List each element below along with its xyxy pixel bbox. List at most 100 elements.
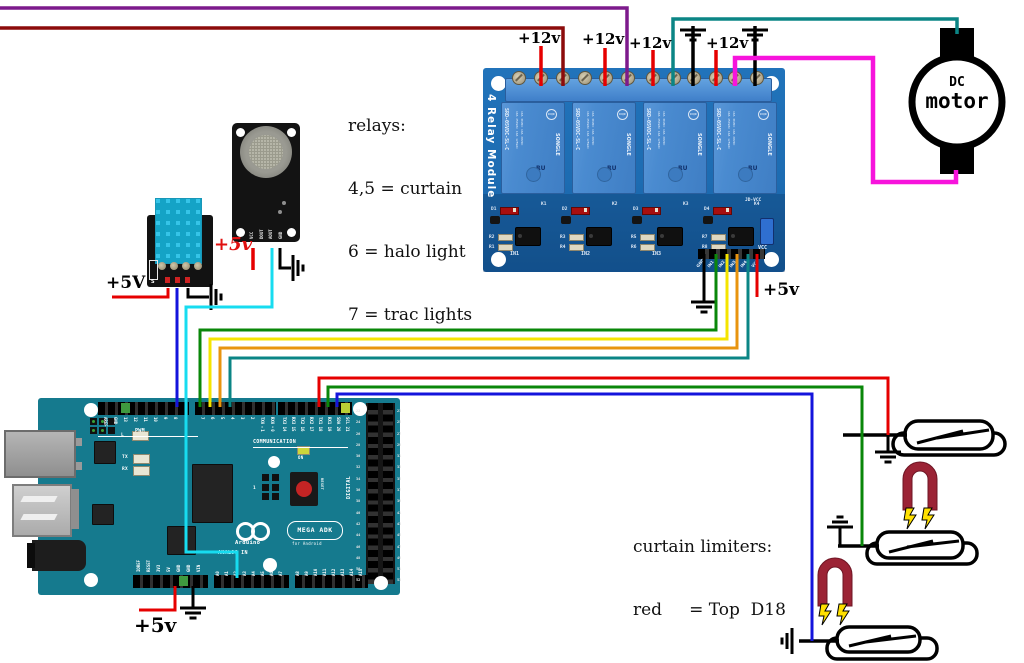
relay-channel-1: D1 K1 Q1 R2 R1 IN1 [489, 202, 547, 257]
relay-2: SRD-05VDC-SL-C 10A 250VAC 10A 125VAC 10A… [572, 102, 636, 194]
vcc-label: VCC [758, 245, 768, 251]
label-12v-1: +12v [518, 29, 561, 47]
relay-module-side-label: 4 Relay Module [485, 94, 497, 199]
mount-hole [491, 76, 506, 91]
relay-module-board: 4 Relay Module SRD-05VDC-SL-C 10A 250VAC… [483, 68, 785, 272]
label-gas-5v: +5v [214, 234, 253, 255]
wire-limiter-red-d18 [317, 376, 890, 435]
usb-host-chip [167, 526, 196, 555]
communication-label: COMMUNICATION [253, 439, 297, 445]
wire-dht-gnd [186, 288, 209, 299]
dht11-pin-gnd [185, 277, 190, 283]
on-label: ON [298, 455, 304, 460]
for-android-label: for Android [292, 541, 322, 546]
reed-switch-middle [865, 530, 979, 566]
usb-b-connector [4, 430, 82, 478]
reed-switch-bottom [825, 625, 939, 661]
tx-label: TX [122, 455, 129, 460]
mcu-chip [192, 464, 233, 523]
dht11-sensor: S [147, 198, 213, 287]
chip [92, 504, 114, 525]
label-12v-4: +12v [706, 34, 749, 52]
wire-limiter-blue-d20 [335, 392, 814, 641]
relay-1: SRD-05VDC-SL-C 10A 250VAC 10A 125VAC 10A… [501, 102, 565, 194]
label-12v-3: +12v [629, 34, 672, 52]
motor-body [908, 53, 1006, 151]
label-relay-5v: +5v [763, 280, 799, 300]
top-header-1 [98, 402, 189, 415]
power-jack [27, 540, 86, 571]
reed-switch-top [891, 419, 1007, 457]
usb-a-connector [12, 484, 79, 537]
wire-arduino-5v [139, 586, 177, 612]
dht11-pin-data [175, 277, 180, 283]
wire-magenta-motor [732, 55, 959, 185]
magnet-label: magnet [835, 580, 841, 597]
tx-led [133, 454, 150, 464]
magnet-bottom: magnet [817, 557, 853, 607]
relay-dimple [526, 167, 541, 182]
screw-terminal-strip [505, 78, 772, 102]
transistor [490, 216, 500, 224]
terminal-screw [512, 71, 526, 85]
top-header-2 [195, 402, 276, 415]
wire-dht-5v [112, 288, 170, 299]
relays-note: relays: 4,5 = curtain 6 = halo light 7 =… [348, 116, 473, 325]
label-arduino-5v: +5v [134, 613, 177, 637]
wire-gas-aout [184, 248, 274, 578]
magnet-top: magnet [902, 461, 938, 511]
label-12v-2: +12v [582, 30, 625, 48]
relay-4: SRD-05VDC-SL-C 10A 250VAC 10A 125VAC 10A… [713, 102, 777, 194]
dht11-s-label: S [151, 279, 155, 285]
icsp-header [90, 418, 115, 434]
jd-vcc-label: JD-VCC [745, 198, 762, 203]
magnet-label: magnet [920, 484, 926, 501]
dht11-connector-slot [149, 260, 158, 280]
motor-label-text: motor [925, 89, 988, 113]
dht11-pin-vcc [165, 277, 170, 283]
limiters-note-title: curtain limiters: [633, 537, 773, 557]
wire-in3-orange [218, 254, 739, 407]
limiters-note: curtain limiters: red = Top D18 green = … [633, 495, 815, 663]
terminal-screw [578, 71, 592, 85]
relay-part-number: SRD-05VDC-SL-C [503, 108, 509, 151]
wire-teal-motor [671, 17, 959, 86]
power-header [133, 575, 208, 588]
arduino-logo-icon [251, 522, 270, 541]
relay-control-header [698, 249, 765, 259]
label-dht-5v: +5V [106, 273, 146, 293]
pwm-label: PWM [135, 428, 145, 434]
spark-icons [818, 507, 935, 626]
mount-hole [764, 252, 779, 267]
reset-label: RESET [320, 478, 324, 491]
motor-dc-text: DC [949, 75, 965, 90]
dc-motor: DC motor [908, 28, 1006, 174]
wire-darkred-top [0, 26, 565, 86]
rx-led [133, 466, 150, 476]
wire-in4-teal [228, 254, 750, 407]
relays-note-title: relays: [348, 116, 406, 136]
relay-channel-2: D2 K2 Q2 R3 R4 IN2 [560, 202, 618, 257]
ul-mark: RU [536, 165, 546, 172]
motor-terminal-bottom [940, 146, 974, 174]
top-header-3 [278, 402, 352, 415]
diode [500, 207, 519, 215]
dht11-body [155, 198, 202, 264]
arduino-logo-text: Arduino [235, 540, 261, 546]
wire-in1-green [198, 254, 718, 407]
on-led [297, 446, 310, 455]
relay-rating: 10A 30VDC 10A 28VDC [520, 111, 524, 146]
wire-limiter-green-d19 [326, 385, 864, 546]
mount-hole [491, 252, 506, 267]
wire-in2-yellow [208, 254, 729, 407]
analog-header-1 [214, 575, 289, 588]
reset-button[interactable] [290, 472, 318, 506]
chip [94, 441, 116, 464]
